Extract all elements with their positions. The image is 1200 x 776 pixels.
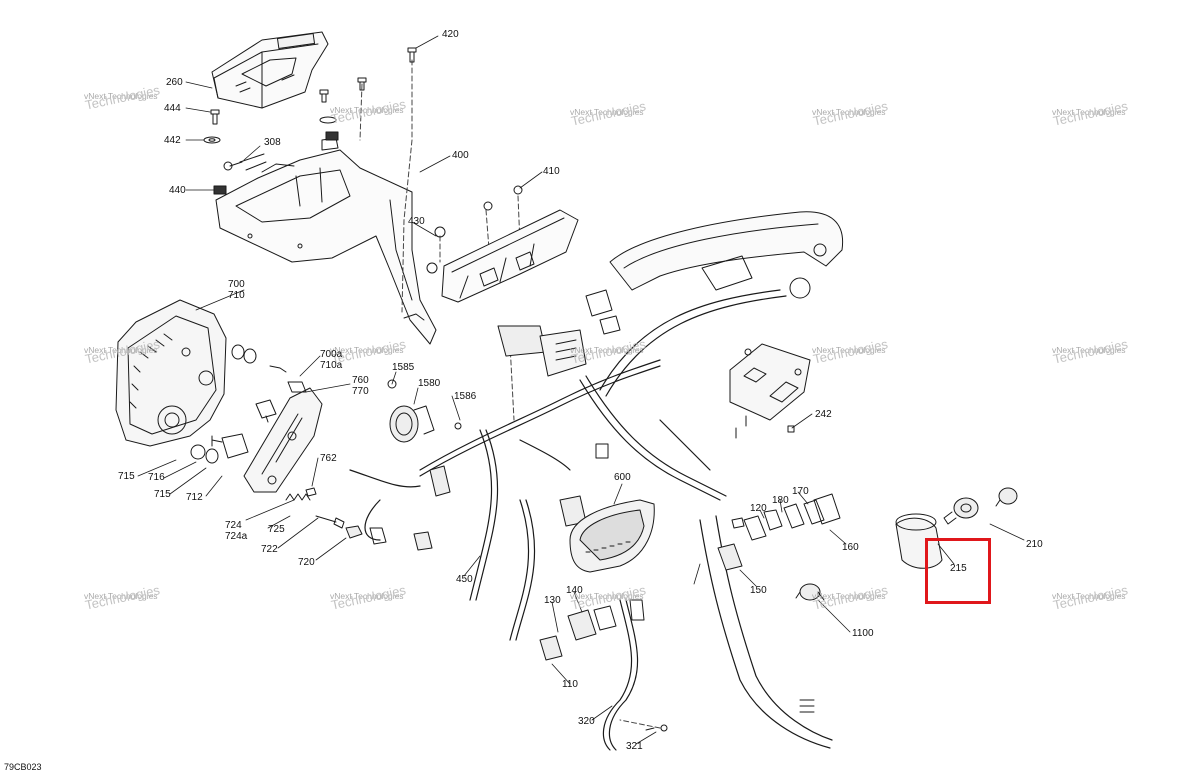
callout-710a[interactable]: 710a [320,360,343,371]
callout-600[interactable]: 600 [614,472,631,483]
sensor-210 [943,487,1018,525]
seals-716 [190,344,287,464]
callout-725[interactable]: 725 [268,524,285,535]
callout-770[interactable]: 770 [352,386,369,397]
screw-420 [407,47,417,63]
callout-724[interactable]: 724 [225,520,242,531]
alignment-lines [359,59,661,729]
connectors-140-130-110 [539,599,815,713]
callout-720[interactable]: 720 [298,557,315,568]
callout-242[interactable]: 242 [815,409,832,420]
callout-442[interactable]: 442 [164,135,181,146]
bulb-socket-712 [211,433,249,459]
callout-1586[interactable]: 1586 [454,391,477,402]
callout-1580[interactable]: 1580 [418,378,441,389]
wiring-harness [349,289,833,751]
headlight-700 [115,299,227,447]
callout-716[interactable]: 716 [148,472,165,483]
callout-722[interactable]: 722 [261,544,278,555]
module-242 [729,343,811,439]
connector-block [369,325,609,551]
bolt-722 [315,515,345,529]
bolt-321 [645,724,668,732]
callout-321[interactable]: 321 [626,741,643,752]
spring-725 [285,493,311,501]
callout-308[interactable]: 308 [264,137,281,148]
highlight-box-215 [925,538,991,604]
callout-440[interactable]: 440 [169,185,186,196]
adjuster-760 [243,381,323,493]
callout-160[interactable]: 160 [842,542,859,553]
callout-170[interactable]: 170 [792,486,809,497]
callout-210[interactable]: 210 [1026,539,1043,550]
leader-lines [137,35,1025,745]
callout-430[interactable]: 430 [408,216,425,227]
callout-420[interactable]: 420 [442,29,459,40]
washer-442 [203,136,221,144]
callout-762[interactable]: 762 [320,453,337,464]
callout-724a[interactable]: 724a [225,531,248,542]
callout-215[interactable]: 215 [950,563,967,574]
callout-410[interactable]: 410 [543,166,560,177]
callout-715b[interactable]: 715 [154,489,171,500]
callout-760[interactable]: 760 [352,375,369,386]
callout-120[interactable]: 120 [750,503,767,514]
top-screws [319,77,367,141]
callout-710[interactable]: 710 [228,290,245,301]
cover-260 [211,31,329,109]
grommet-430 [426,226,446,274]
callout-140[interactable]: 140 [566,585,583,596]
callout-712[interactable]: 712 [186,492,203,503]
screw-762 [305,487,317,497]
bracket-410 [441,185,579,303]
clip-440 [213,185,227,195]
callout-700a[interactable]: 700a [320,349,343,360]
callout-180[interactable]: 180 [772,495,789,506]
callout-400[interactable]: 400 [452,150,469,161]
screw-308 [223,153,267,171]
callout-444[interactable]: 444 [164,103,181,114]
dash-frame [585,211,844,335]
callout-260[interactable]: 260 [166,77,183,88]
callout-450[interactable]: 450 [456,574,473,585]
callout-715[interactable]: 715 [118,471,135,482]
horn-1580 [387,379,462,443]
display-600 [569,499,655,573]
cap-bulb [255,399,277,423]
clip-720 [345,525,363,539]
switch-1100 [795,583,825,601]
callout-1100[interactable]: 1100 [852,628,874,639]
callout-130[interactable]: 130 [544,595,561,606]
switch-group [717,493,841,571]
screw-444 [210,109,220,125]
bracket-400 [215,137,437,345]
callout-150[interactable]: 150 [750,585,767,596]
part-215 [895,513,943,569]
callout-320[interactable]: 320 [578,716,595,727]
callout-700[interactable]: 700 [228,279,245,290]
callout-110[interactable]: 110 [562,679,578,690]
figure-code: 79CB023 [4,762,42,772]
callout-1585[interactable]: 1585 [392,362,415,373]
